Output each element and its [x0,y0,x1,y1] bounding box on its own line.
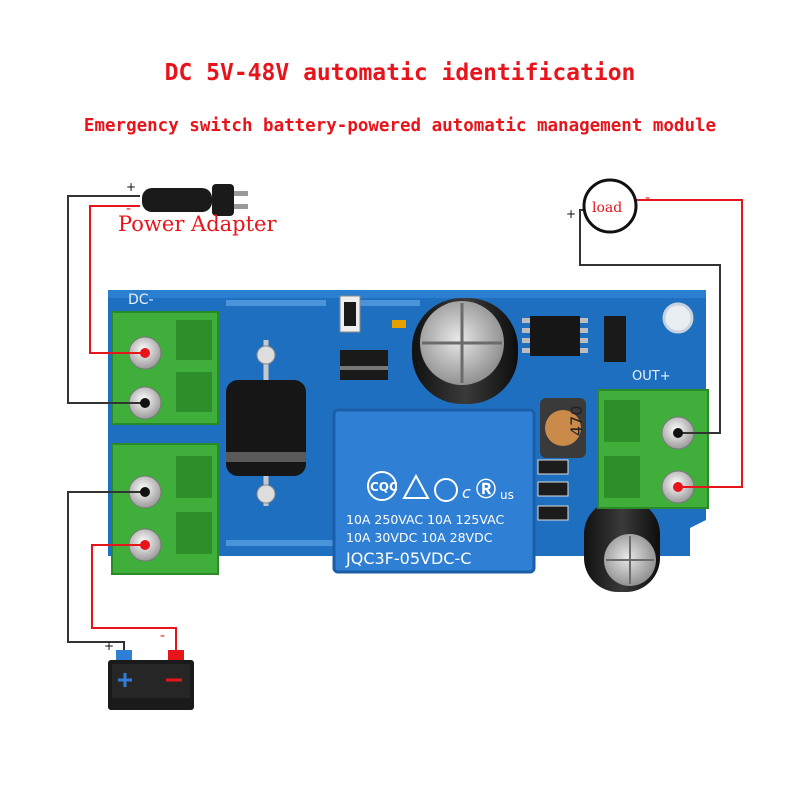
relay-rating-2: 10A 30VDC 10A 28VDC [346,530,493,545]
page-title: DC 5V-48V automatic identification [164,60,636,86]
out-plus-label: OUT+ [632,369,671,384]
load-minus-sign: - [645,190,650,206]
capacitor-small [584,500,660,592]
power-plug-icon [142,184,248,216]
relay-brand: CQC [370,480,398,494]
relay-us: us [500,488,514,502]
inductor-code: 470 [567,405,586,436]
relay: CQC c Ⓡ us 10A 250VAC 10A 125VAC 10A 30V… [332,408,536,574]
adapter-minus-sign: - [126,201,131,217]
power-adapter-label: Power Adapter [118,212,277,236]
battery-minus-sign: - [160,628,165,644]
terminal-battery [111,443,219,575]
terminal-dots [140,348,683,550]
smd-components [339,295,626,521]
terminal-dc-input [111,311,219,425]
relay-ur-mark: Ⓡ [476,477,496,501]
inductor: 470 [540,398,586,458]
battery-plus-sign: + [104,639,114,653]
diode [226,340,306,506]
wires [67,195,743,652]
relay-model: JQC3F-05VDC-C [345,549,471,568]
dc-minus-label: DC- [128,292,154,308]
terminal-output [597,389,709,509]
load-plus-sign: + [566,207,576,221]
relay-rating-1: 10A 250VAC 10A 125VAC [346,512,504,527]
adapter-plus-sign: + [126,180,136,194]
page-subtitle: Emergency switch battery-powered automat… [83,116,717,136]
relay-cert-c: c [462,483,471,502]
load-icon [582,178,638,234]
battery-icon [108,650,194,710]
load-label: load [592,200,622,216]
capacitor-large [412,298,518,404]
